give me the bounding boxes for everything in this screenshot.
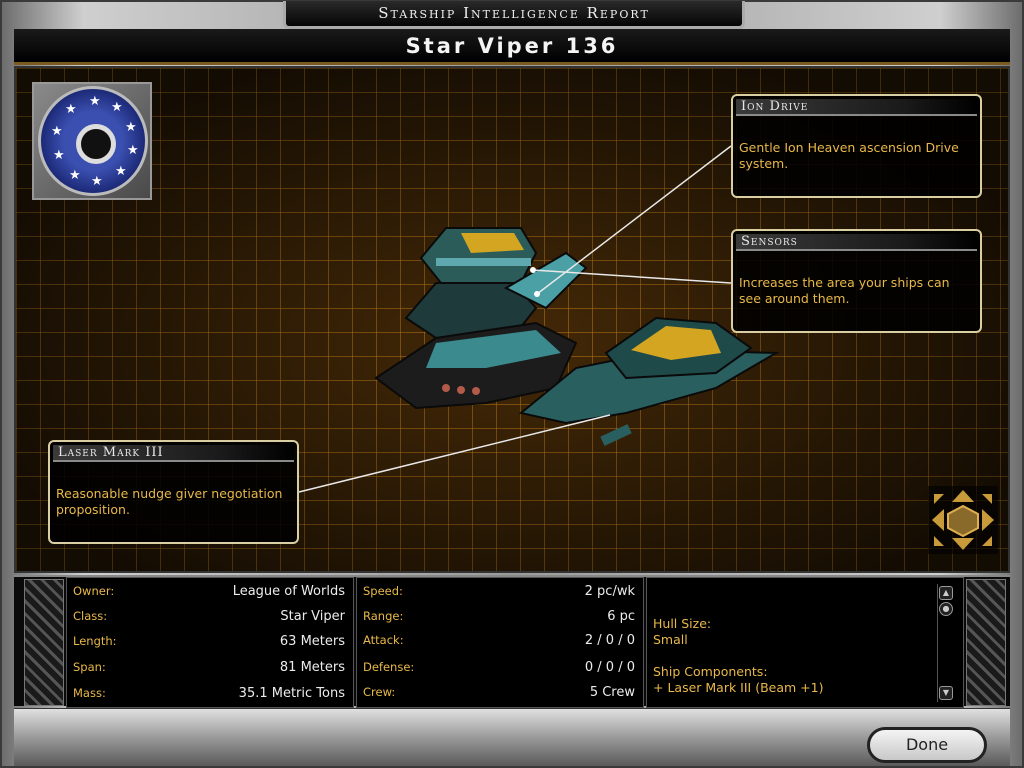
- star-icon: ★: [89, 94, 101, 109]
- callout-laser-mark-iii: Laser Mark III Reasonable nudge giver ne…: [48, 440, 299, 544]
- stat-value: League of Worlds: [232, 584, 345, 599]
- stat-value: 6 pc: [607, 609, 635, 624]
- stat-label: Attack:: [363, 633, 404, 647]
- camera-rotate-pad-icon[interactable]: [928, 486, 998, 554]
- ship-info-panel: Hull Size: Small Ship Components: + Lase…: [646, 577, 964, 708]
- emblem-disc: ★ ★ ★ ★ ★ ★ ★ ★ ★ ★: [38, 86, 148, 196]
- star-ring-emblem-icon: ★ ★ ★ ★ ★ ★ ★ ★ ★ ★: [32, 82, 152, 200]
- stat-label: Defense:: [363, 660, 415, 674]
- components-block: Ship Components: + Laser Mark III (Beam …: [653, 664, 823, 696]
- stat-value: 0 / 0 / 0: [584, 660, 635, 675]
- callout-title: Ion Drive: [736, 99, 977, 116]
- components-label: Ship Components:: [653, 664, 768, 679]
- scroll-thumb[interactable]: ●: [939, 602, 953, 616]
- stat-label: Length:: [73, 634, 117, 648]
- stat-label: Range:: [363, 609, 404, 623]
- stat-row: Defense: 0 / 0 / 0: [357, 660, 643, 680]
- stat-row: Crew: 5 Crew: [357, 685, 643, 705]
- stat-row: Range: 6 pc: [357, 609, 643, 629]
- star-icon: ★: [127, 143, 139, 158]
- stat-row: Class: Star Viper: [67, 609, 353, 629]
- star-icon: ★: [53, 148, 65, 163]
- callout-text: Increases the area your ships can see ar…: [739, 275, 950, 306]
- callout-text: Reasonable nudge giver negotiation propo…: [56, 486, 283, 517]
- bottom-bar: [14, 708, 1010, 766]
- stat-row: Length: 63 Meters: [67, 634, 353, 654]
- stats-left-panel: Owner: League of Worlds Class: Star Vipe…: [66, 577, 354, 708]
- star-icon: ★: [115, 164, 127, 179]
- stat-value: 81 Meters: [279, 660, 345, 675]
- scroll-down-icon[interactable]: ▼: [939, 686, 953, 700]
- stat-row: Span: 81 Meters: [67, 660, 353, 680]
- star-icon: ★: [91, 174, 103, 189]
- callout-sensors: Sensors Increases the area your ships ca…: [731, 229, 982, 333]
- stat-row: Owner: League of Worlds: [67, 584, 353, 604]
- stat-label: Owner:: [73, 584, 115, 598]
- stat-value: 5 Crew: [589, 685, 635, 700]
- stats-panel: Owner: League of Worlds Class: Star Vipe…: [14, 575, 1010, 708]
- scroll-up-icon[interactable]: ▲: [939, 586, 953, 600]
- stats-mid-panel: Speed: 2 pc/wk Range: 6 pc Attack: 2 / 0…: [356, 577, 644, 708]
- stat-label: Class:: [73, 609, 108, 623]
- components-value: + Laser Mark III (Beam +1): [653, 680, 824, 695]
- callout-text: Gentle Ion Heaven ascension Drive system…: [739, 140, 959, 171]
- stat-value: 63 Meters: [279, 634, 345, 649]
- hatch-decoration: [24, 579, 64, 706]
- stat-value: 35.1 Metric Tons: [238, 686, 345, 701]
- star-icon: ★: [69, 168, 81, 183]
- report-title: Starship Intelligence Report: [283, 1, 745, 29]
- stat-row: Speed: 2 pc/wk: [357, 584, 643, 604]
- callout-title: Sensors: [736, 234, 977, 251]
- hull-size-value: Small: [653, 632, 688, 647]
- hull-size-label: Hull Size:: [653, 616, 712, 631]
- callout-ion-drive: Ion Drive Gentle Ion Heaven ascension Dr…: [731, 94, 982, 198]
- stat-label: Mass:: [73, 686, 106, 700]
- done-button[interactable]: Done: [867, 727, 987, 763]
- hatch-decoration: [966, 579, 1006, 706]
- star-icon: ★: [51, 124, 63, 139]
- callout-title: Laser Mark III: [53, 445, 294, 462]
- emblem-center: [76, 124, 116, 164]
- star-icon: ★: [125, 120, 137, 135]
- hull-size-block: Hull Size: Small: [653, 616, 711, 648]
- stat-label: Span:: [73, 660, 106, 674]
- stat-value: Star Viper: [280, 609, 345, 624]
- stat-value: 2 pc/wk: [584, 584, 635, 599]
- info-scrollbar[interactable]: ▲ ● ▼: [937, 584, 953, 702]
- star-icon: ★: [111, 100, 123, 115]
- stat-label: Speed:: [363, 584, 403, 598]
- stat-row: Mass: 35.1 Metric Tons: [67, 686, 353, 706]
- star-icon: ★: [65, 102, 77, 117]
- stat-row: Attack: 2 / 0 / 0: [357, 633, 643, 653]
- stat-value: 2 / 0 / 0: [584, 633, 635, 648]
- stat-label: Crew:: [363, 685, 396, 699]
- ship-name-title: Star Viper 136: [14, 29, 1010, 65]
